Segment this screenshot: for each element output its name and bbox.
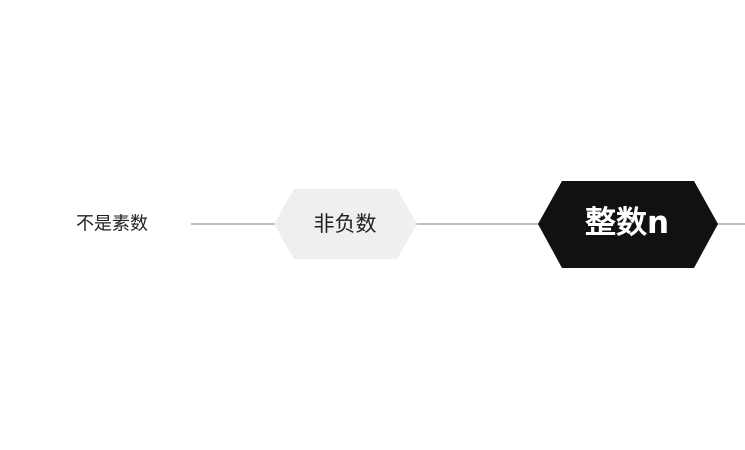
node-integer-n: 整数n xyxy=(538,181,718,268)
node-not-prime: 不是素数 xyxy=(76,214,148,235)
node-integer-n-label: 整数n xyxy=(585,205,669,241)
hexagon-shape-dark xyxy=(538,181,718,268)
node-non-negative: 非负数 xyxy=(274,189,417,259)
node-not-prime-label: 不是素数 xyxy=(76,214,148,235)
hexagon-shape-light xyxy=(274,189,417,259)
node-non-negative-label: 非负数 xyxy=(314,212,377,236)
